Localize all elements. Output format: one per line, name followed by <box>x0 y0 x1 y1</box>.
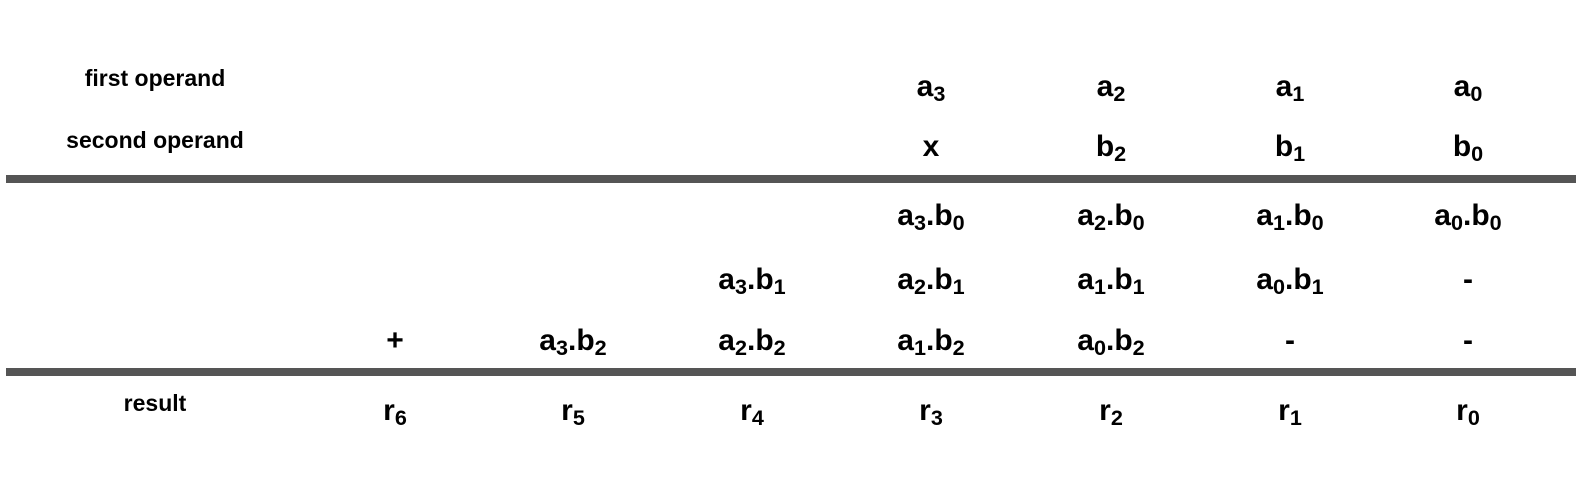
second-operand-b1: b1 <box>1274 130 1306 166</box>
second-operand-b2: b2 <box>1095 130 1127 166</box>
result-label: result <box>123 390 187 416</box>
first-operand-a1: a1 <box>1275 70 1305 106</box>
result-r3: r3 <box>919 394 943 430</box>
result-r0: r0 <box>1456 394 1480 430</box>
result-r2: r2 <box>1099 394 1123 430</box>
result-r4: r4 <box>740 394 764 430</box>
partial-product-a3b1: a3.b1 <box>718 263 786 299</box>
first-operand-a2: a2 <box>1096 70 1126 106</box>
partial-product-a2b0: a2.b0 <box>1077 199 1145 235</box>
placeholder-dash: - <box>1285 324 1295 357</box>
result-r6: r6 <box>383 394 407 430</box>
partial-product-a2b2: a2.b2 <box>718 324 786 360</box>
first-operand-a0: a0 <box>1453 70 1483 106</box>
partial-product-a2b1: a2.b1 <box>897 263 965 299</box>
multiply-sign: x <box>922 130 940 163</box>
result-r5: r5 <box>561 394 585 430</box>
second-operand-label: second operand <box>66 127 244 153</box>
second-operand-b0: b0 <box>1452 130 1484 166</box>
partial-product-a3b0: a3.b0 <box>897 199 965 235</box>
top-rule <box>6 175 1576 183</box>
placeholder-dash: - <box>1463 263 1473 296</box>
partial-product-a0b2: a0.b2 <box>1077 324 1145 360</box>
partial-product-a3b2: a3.b2 <box>539 324 607 360</box>
placeholder-dash: - <box>1463 324 1473 357</box>
first-operand-label: first operand <box>84 65 226 91</box>
partial-product-a1b0: a1.b0 <box>1256 199 1324 235</box>
bottom-rule <box>6 368 1576 376</box>
partial-product-a1b2: a1.b2 <box>897 324 965 360</box>
partial-product-a0b0: a0.b0 <box>1434 199 1502 235</box>
plus-sign: + <box>386 324 404 357</box>
result-r1: r1 <box>1278 394 1302 430</box>
first-operand-a3: a3 <box>916 70 946 106</box>
partial-product-a1b1: a1.b1 <box>1077 263 1145 299</box>
partial-product-a0b1: a0.b1 <box>1256 263 1324 299</box>
